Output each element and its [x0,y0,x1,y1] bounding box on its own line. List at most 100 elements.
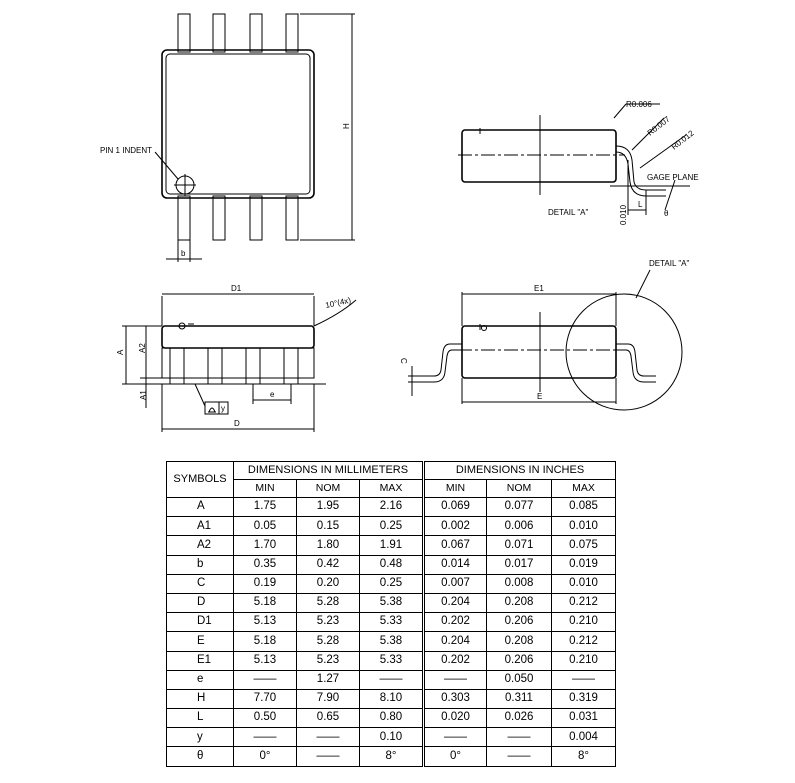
symbol-cell: θ [166,746,234,767]
value-cell: 0.208 [486,592,552,614]
value-cell: 0.48 [359,554,424,575]
value-cell: —— [422,669,487,690]
value-cell: 0.017 [486,554,552,575]
symbol-cell: e [166,669,234,690]
value-cell: 0.212 [551,631,616,652]
value-cell: 0.067 [422,535,487,556]
value-cell: 0.80 [359,708,424,729]
value-cell: 1.27 [296,669,360,690]
value-cell: 0.050 [486,669,552,690]
value-cell: 0.031 [551,708,616,729]
symbol-cell: C [166,573,234,594]
dim-h-label: H [342,123,351,129]
value-cell: 0.026 [486,708,552,729]
value-cell: —— [422,727,487,748]
mm-nom-header: NOM [296,479,360,498]
value-cell: —— [359,669,424,690]
value-cell: 1.95 [296,496,360,518]
value-cell: 0.006 [486,516,552,537]
value-cell: 5.13 [233,650,297,671]
table-row: e——1.27————0.050—— [166,669,616,690]
value-cell: 5.28 [296,592,360,614]
dim-e1-label: E1 [534,284,544,293]
value-cell: —— [233,727,297,748]
symbol-cell: A1 [166,516,234,537]
package-drawing: PIN 1 INDENT H b R0.006 R0.007 R0.012 [100,13,699,432]
value-cell: 0.65 [296,708,360,729]
value-cell: 0.20 [296,573,360,594]
value-cell: 5.23 [296,612,360,633]
symbol-cell: b [166,554,234,575]
value-cell: 5.38 [359,631,424,652]
value-cell: 0.42 [296,554,360,575]
value-cell: —— [486,746,552,767]
mm-max-header: MAX [359,479,424,498]
radius-012-label: R0.012 [670,128,696,151]
symbol-cell: E1 [166,650,234,671]
in-nom-header: NOM [486,479,552,498]
angle-10-label: 10°(4x) [325,296,353,310]
mm-header: DIMENSIONS IN MILLIMETERS [233,461,424,480]
value-cell: 0.004 [551,727,616,748]
value-cell: —— [551,669,616,690]
value-cell: 0.014 [422,554,487,575]
value-cell: 8° [551,746,616,767]
radius-007-label: R0.007 [646,114,672,137]
dim-010-label: 0.010 [619,204,628,225]
value-cell: 0.020 [422,708,487,729]
value-cell: 0.071 [486,535,552,556]
detail-a-label: DETAIL "A" [548,208,589,217]
value-cell: 0.303 [422,688,487,710]
value-cell: 0.010 [551,573,616,594]
symbol-cell: D [166,592,234,614]
end-view-top: R0.006 R0.007 R0.012 GAGE PLANE DETAIL "… [458,100,699,225]
value-cell: 0.204 [422,592,487,614]
value-cell: 0.075 [551,535,616,556]
value-cell: 0.35 [233,554,297,575]
value-cell: 5.28 [296,631,360,652]
symbol-cell: L [166,708,234,729]
value-cell: 0.19 [233,573,297,594]
dim-e-pitch-label: e [270,390,275,399]
dim-e-label: E [537,392,542,401]
value-cell: 0.05 [233,516,297,537]
value-cell: 5.38 [359,592,424,614]
dim-a-label: A [116,349,125,355]
value-cell: 1.80 [296,535,360,556]
value-cell: 5.23 [296,650,360,671]
value-cell: 5.33 [359,612,424,633]
value-cell: —— [486,727,552,748]
symbol-cell: y [166,727,234,748]
dimensions-table: SYMBOLS DIMENSIONS IN MILLIMETERS DIMENS… [166,461,616,767]
value-cell: 0.212 [551,592,616,614]
dim-d1-label: D1 [231,284,242,293]
top-view: PIN 1 INDENT H b [100,13,355,262]
value-cell: 1.91 [359,535,424,556]
inch-header: DIMENSIONS IN INCHES [422,461,616,480]
symbol-cell: A2 [166,535,234,556]
value-cell: 7.90 [296,688,360,710]
value-cell: 0.077 [486,496,552,518]
value-cell: 0.204 [422,631,487,652]
symbol-cell: H [166,688,234,710]
value-cell: 0.206 [486,612,552,633]
value-cell: 5.13 [233,612,297,633]
value-cell: 0° [233,746,297,767]
value-cell: 0.008 [486,573,552,594]
value-cell: 1.70 [233,535,297,556]
value-cell: 0.085 [551,496,616,518]
value-cell: 0.311 [486,688,552,710]
front-view: D1 10°(4x) A A2 A1 e y D [116,284,357,432]
symbol-cell: E [166,631,234,652]
value-cell: 7.70 [233,688,297,710]
value-cell: 5.18 [233,631,297,652]
